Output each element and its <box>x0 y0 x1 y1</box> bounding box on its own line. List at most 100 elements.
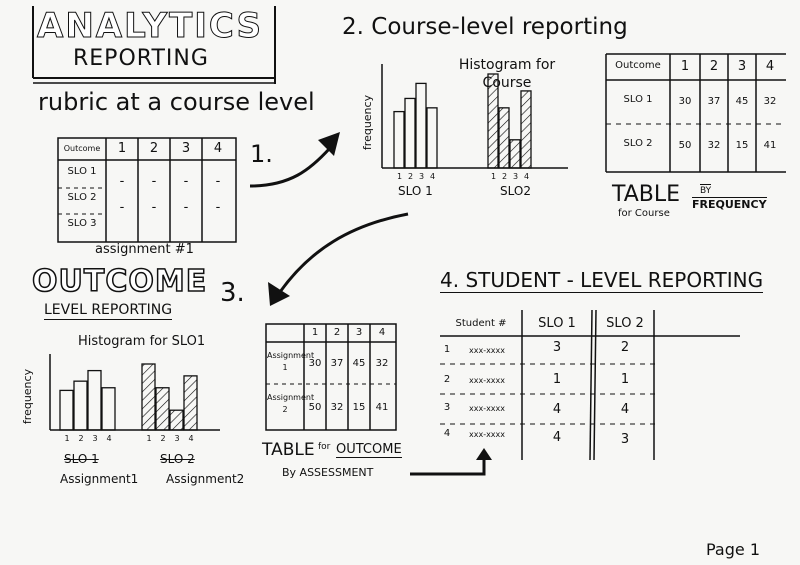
title-reporting: REPORTING <box>73 46 209 71</box>
bar-slo1-3 <box>415 82 427 169</box>
course-histogram-title: Histogram for Course <box>458 57 556 91</box>
bar-slo2-2 <box>498 107 510 169</box>
bar-slo1-3 <box>87 369 102 431</box>
rubric-table-grid <box>57 137 237 243</box>
student-row-id: xxx-xxxx <box>468 346 506 355</box>
course-table-header-1: 1 <box>680 59 690 74</box>
tick-label: 1 <box>397 172 402 181</box>
rubric-dash: - <box>151 200 157 215</box>
rubric-row-slo1: SLO 1 <box>67 166 97 177</box>
outcome-table-cell: 45 <box>352 358 366 369</box>
tick-label: 4 <box>106 434 111 443</box>
tick-label: 4 <box>524 172 529 181</box>
rubric-header-1: 1 <box>117 141 127 156</box>
course-series-label-1: SLO 1 <box>398 184 433 198</box>
tick-label: 3 <box>174 434 179 443</box>
course-table-cell: 32 <box>763 96 777 107</box>
outcome-table-row-label: Assignment 1 <box>267 351 315 372</box>
outcome-group-label-2: Assignment2 <box>166 472 245 486</box>
outcome-table-caption-outcome: OUTCOME <box>336 442 402 458</box>
outcome-table-row-label: Assignment 2 <box>267 393 315 414</box>
student-row-num: 3 <box>443 402 451 413</box>
outcome-table-cell: 37 <box>330 358 344 369</box>
course-table-caption-big: TABLE <box>612 182 681 207</box>
outcome-table-header: 4 <box>378 327 386 338</box>
outcome-table-cell: 50 <box>308 402 322 413</box>
bar-slo2-3 <box>509 139 521 169</box>
course-table-cell: 30 <box>678 96 692 107</box>
rubric-header-2: 2 <box>149 141 159 156</box>
tick-label: 4 <box>188 434 193 443</box>
tick-label: 1 <box>146 434 151 443</box>
course-table-caption-frequency: FREQUENCY <box>692 197 767 211</box>
course-table-grid <box>605 53 786 173</box>
title-box: ANALYTICS REPORTING <box>32 6 278 84</box>
rubric-dash: - <box>183 174 189 189</box>
bar-slo1-4 <box>426 107 438 169</box>
bar-slo1-2 <box>73 380 88 431</box>
outcome-table-header: 3 <box>355 327 363 338</box>
student-table-grid <box>440 309 740 461</box>
student-row-num: 1 <box>443 344 451 355</box>
tick-label: 2 <box>160 434 165 443</box>
course-series-label-2: SLO2 <box>500 184 531 198</box>
bar-slo1-1 <box>393 110 405 169</box>
course-table-header-4: 4 <box>765 59 775 74</box>
course-table-cell: 50 <box>678 140 692 151</box>
subtitle-rubric: rubric at a course level <box>38 88 315 116</box>
course-ylabel: frequency <box>361 94 375 151</box>
student-row-id: xxx-xxxx <box>468 430 506 439</box>
outcome-table-header: 2 <box>333 327 341 338</box>
rubric-caption: assignment #1 <box>95 242 194 257</box>
outcome-ylabel: frequency <box>21 368 35 425</box>
tick-label: 1 <box>491 172 496 181</box>
course-table-row-label: SLO 2 <box>623 138 653 149</box>
course-table-cell: 45 <box>735 96 749 107</box>
outcome-table-grid <box>265 323 397 431</box>
course-table-cell: 15 <box>735 140 749 151</box>
outcome-table-caption-by: By ASSESSMENT <box>282 466 374 479</box>
section1-number: 1. <box>250 140 273 168</box>
course-table-header-3: 3 <box>737 59 747 74</box>
outcome-table-caption-table: TABLE <box>262 440 315 460</box>
student-row-id: xxx-xxxx <box>468 376 506 385</box>
tick-label: 4 <box>430 172 435 181</box>
outcome-subtitle: LEVEL REPORTING <box>44 302 173 320</box>
student-row-slo2: 2 <box>620 340 630 355</box>
student-table: Student # SLO 1 SLO 2 1 xxx-xxxx 3 2 2 x… <box>440 309 790 461</box>
course-table-caption-small: for Course <box>618 208 670 219</box>
course-table-header-2: 2 <box>709 59 719 74</box>
rubric-header-4: 4 <box>213 141 223 156</box>
bar-slo2-1 <box>487 73 499 169</box>
student-row-slo2: 3 <box>620 432 630 447</box>
tick-label: 3 <box>513 172 518 181</box>
outcome-series-label-2: SLO 2 <box>160 452 195 466</box>
student-row-slo1: 3 <box>552 340 562 355</box>
page-number: Page 1 <box>706 540 760 559</box>
course-table-header-outcome: Outcome <box>615 60 661 71</box>
student-row-id: xxx-xxxx <box>468 404 506 413</box>
student-row-slo2: 1 <box>620 372 630 387</box>
rubric-dash: - <box>119 200 125 215</box>
outcome-table-cell: 32 <box>330 402 344 413</box>
outcome-histogram-title: Histogram for SLO1 <box>78 334 206 349</box>
bar-slo2-4 <box>520 90 532 169</box>
outcome-title: OUTCOME <box>31 263 208 300</box>
student-header-student: Student # <box>455 318 507 329</box>
student-row-slo1: 4 <box>552 430 562 445</box>
rubric-dash: - <box>183 200 189 215</box>
student-row-slo1: 4 <box>552 402 562 417</box>
student-row-slo2: 4 <box>620 402 630 417</box>
bar-slo2-3 <box>169 409 184 431</box>
section2-heading: 2. Course-level reporting <box>342 14 628 40</box>
section3-number: 3. <box>220 278 245 308</box>
outcome-table-cell: 15 <box>352 402 366 413</box>
course-table-cell: 32 <box>707 140 721 151</box>
course-table-caption-by: BY <box>700 184 712 196</box>
tick-label: 3 <box>92 434 97 443</box>
student-row-num: 2 <box>443 374 451 385</box>
